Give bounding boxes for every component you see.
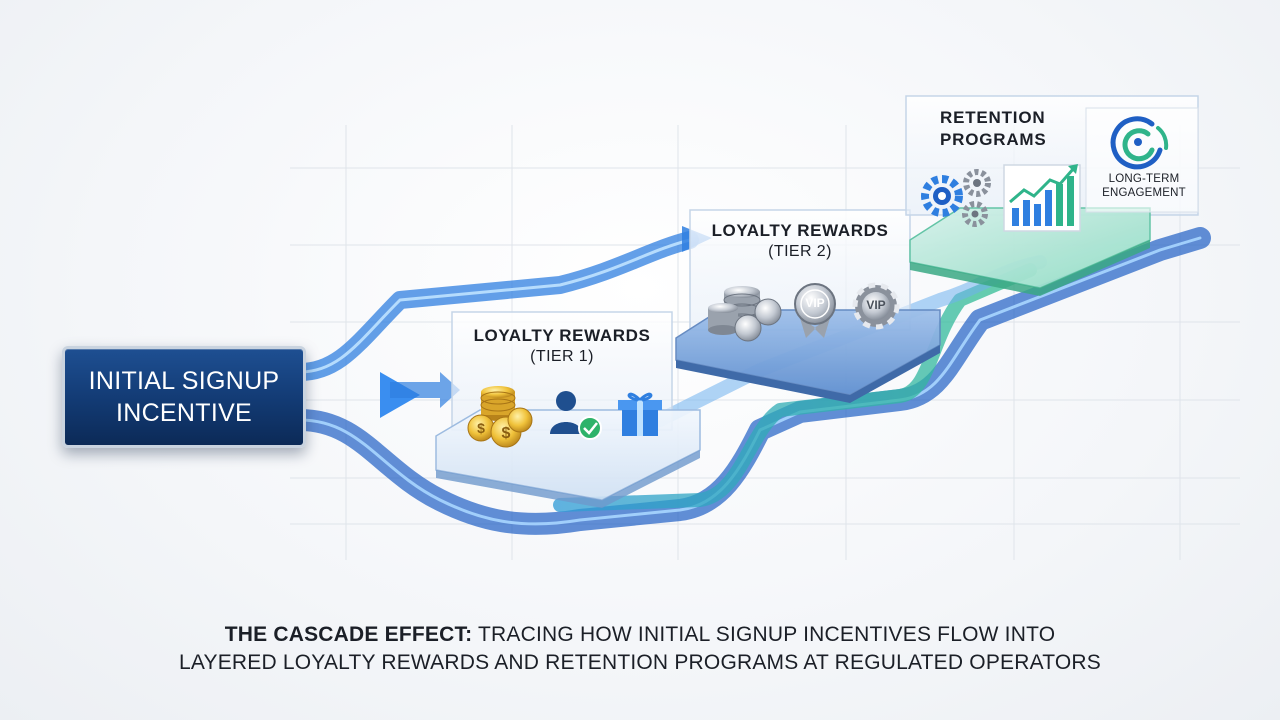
retention-title-line1: RETENTION (940, 108, 1046, 127)
gift-icon (618, 392, 662, 436)
start-label-line2: INCENTIVE (115, 399, 253, 427)
tier2-subtitle: (TIER 2) (768, 243, 832, 260)
teal-flow-stream (553, 263, 1037, 512)
flow-streams (285, 226, 1211, 535)
caption-bold: THE CASCADE EFFECT: (224, 623, 473, 646)
silver-coins-icon (708, 286, 782, 342)
engagement-label-line2: ENGAGEMENT (1102, 187, 1186, 199)
start-label-line1: INITIAL SIGNUP (88, 367, 280, 395)
tier1-subtitle: (TIER 1) (530, 348, 594, 365)
initial-signup-box: INITIAL SIGNUP INCENTIVE (62, 346, 306, 448)
svg-text:$: $ (502, 425, 511, 442)
gears-icon (921, 169, 991, 227)
engagement-label-line1: LONG-TERM (1108, 173, 1180, 185)
tier2-title: LOYALTY REWARDS (711, 221, 889, 240)
retention-title: RETENTION PROGRAMS (940, 107, 1047, 151)
caption: THE CASCADE EFFECT: TRACING HOW INITIAL … (0, 621, 1280, 677)
vip-medal-icon (794, 283, 836, 338)
svg-text:$: $ (477, 420, 485, 436)
user-check-icon (550, 391, 602, 440)
tier1-title: LOYALTY REWARDS (473, 326, 651, 345)
tier1-label: LOYALTY REWARDS (TIER 1) (462, 326, 662, 366)
vip-medal-text: VIP (805, 296, 825, 310)
tier2-label: LOYALTY REWARDS (TIER 2) (700, 221, 900, 261)
engagement-label: LONG-TERM ENGAGEMENT (1092, 172, 1196, 200)
vip-chip-icon (852, 282, 900, 330)
growth-chart-icon (1003, 164, 1081, 232)
engagement-logo-icon (1110, 116, 1169, 170)
gold-coins-icon: $ $ (467, 386, 533, 448)
vip-chip-text: VIP (866, 298, 886, 312)
retention-title-line2: PROGRAMS (940, 130, 1047, 149)
caption-line1: TRACING HOW INITIAL SIGNUP INCENTIVES FL… (472, 623, 1056, 646)
caption-line2: LAYERED LOYALTY REWARDS AND RETENTION PR… (178, 651, 1102, 674)
